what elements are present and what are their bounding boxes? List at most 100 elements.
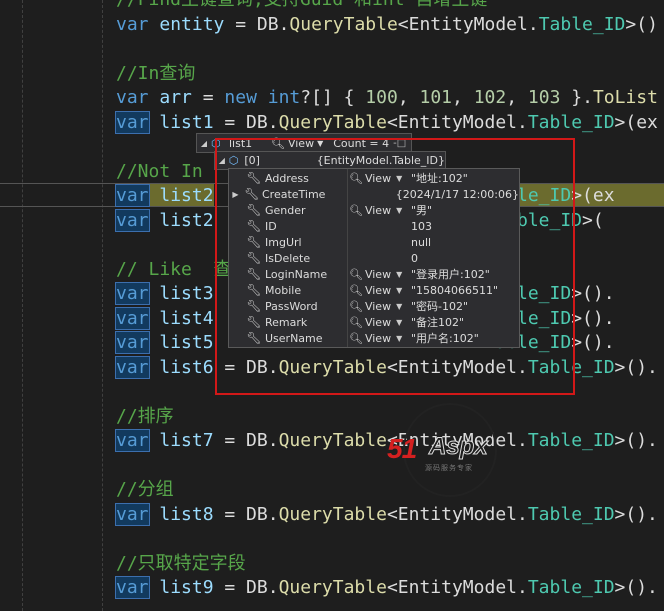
code-line[interactable]: //只取特定字段 xyxy=(116,552,246,576)
property-value[interactable]: 103 xyxy=(411,219,432,233)
code-line[interactable]: var entity = DB.QueryTable<EntityModel.T… xyxy=(116,13,658,37)
code-token: list9 xyxy=(159,577,214,598)
property-name: ID xyxy=(265,219,277,233)
code-token: var xyxy=(115,331,150,354)
view-label: View xyxy=(364,315,392,329)
code-line[interactable]: //Find主键查询,支持Guid 和int 自增主键 xyxy=(116,0,487,12)
code-token: >(ex xyxy=(614,111,658,133)
code-token: int xyxy=(267,87,301,108)
code-token: var xyxy=(115,282,150,305)
code-token xyxy=(257,87,268,108)
property-value[interactable]: "用户名:102" xyxy=(411,332,479,345)
datatip-item-row[interactable]: ◢ ⬡ [0] {EntityModel.Table_ID} xyxy=(214,151,446,170)
chevron-down-icon: ▼ xyxy=(396,301,403,311)
code-token xyxy=(149,430,160,451)
code-line[interactable]: var arr = new int?[] { 100, 101, 102, 10… xyxy=(116,86,658,110)
code-token: , xyxy=(397,87,420,108)
code-token: <EntityModel. xyxy=(386,356,528,378)
code-line[interactable]: //In查询 xyxy=(116,62,195,86)
code-token xyxy=(149,332,160,353)
property-value[interactable]: "15804066511" xyxy=(411,283,499,297)
code-token: QueryTable xyxy=(278,503,387,525)
code-line[interactable]: var list8 = DB.QueryTable<EntityModel.Ta… xyxy=(115,502,658,527)
code-token: >(). xyxy=(571,283,615,304)
magnifier-icon: 🔍︎ xyxy=(349,203,363,217)
code-token: //只取特定字段 xyxy=(116,552,246,574)
code-token: }. xyxy=(560,87,593,108)
code-token: var xyxy=(115,306,150,330)
collapse-arrow-icon[interactable]: ◢ xyxy=(218,156,225,165)
code-line[interactable]: //排序 xyxy=(116,405,174,429)
property-value[interactable]: "地址:102" xyxy=(411,172,468,185)
code-line[interactable]: //分组 xyxy=(116,478,174,502)
expand-arrow-icon[interactable]: ▶ xyxy=(232,189,239,199)
code-token: // Like 查 xyxy=(116,258,232,280)
property-row[interactable]: 🔧︎PassWord🔍︎View▼"密码-102" xyxy=(229,298,519,314)
view-dropdown[interactable]: 🔍︎View▼ xyxy=(349,172,411,185)
property-value[interactable]: "登录用户:102" xyxy=(411,268,490,281)
code-token: , xyxy=(452,87,474,108)
code-line[interactable]: var list2 .Table_ID>(ex xyxy=(115,184,615,208)
code-token: Table_ID xyxy=(527,503,615,525)
view-dropdown[interactable]: 🔍︎View▼ xyxy=(349,284,411,297)
code-token: list5 xyxy=(159,332,214,353)
view-dropdown[interactable]: 🔍︎View▼ xyxy=(349,332,411,345)
code-token: >(). xyxy=(614,430,658,451)
property-row[interactable]: 🔧︎Mobile🔍︎View▼"15804066511" xyxy=(229,282,519,298)
property-row[interactable]: 🔧︎Remark🔍︎View▼"备注102" xyxy=(229,314,519,330)
property-row[interactable]: 🔧︎UserName🔍︎View▼"用户名:102" xyxy=(229,330,519,346)
property-name: ImgUrl xyxy=(265,235,302,249)
code-token: //In查询 xyxy=(116,62,196,84)
property-wrench-icon: 🔧︎ xyxy=(246,171,262,185)
property-value[interactable]: 0 xyxy=(411,251,418,265)
property-name: IsDelete xyxy=(265,251,311,265)
property-value[interactable]: "男" xyxy=(411,204,433,217)
code-line[interactable]: var list6 = DB.QueryTable<EntityModel.Ta… xyxy=(115,355,658,380)
code-token: //排序 xyxy=(116,405,174,427)
code-token: 100 xyxy=(365,87,398,108)
property-row[interactable]: ▶🔧︎CreateTime{2024/1/17 12:00:06} xyxy=(229,186,519,202)
property-value[interactable]: "密码-102" xyxy=(411,300,469,313)
property-row[interactable]: 🔧︎LoginName🔍︎View▼"登录用户:102" xyxy=(229,266,519,282)
view-label: View xyxy=(364,299,392,313)
property-wrench-icon: 🔧︎ xyxy=(244,187,260,201)
property-value[interactable]: null xyxy=(411,235,432,249)
view-dropdown[interactable]: 🔍︎View▼ xyxy=(349,204,411,217)
property-value[interactable]: "备注102" xyxy=(411,316,465,329)
breakpoint-highlight xyxy=(518,184,664,206)
property-row[interactable]: 🔧︎Address 🔍︎View▼"地址:102" xyxy=(229,170,519,186)
property-row[interactable]: 🔧︎Gender🔍︎View▼"男" xyxy=(229,202,519,218)
watermark-logo: 51 Aspx 源码服务专家 xyxy=(385,403,515,497)
code-token: //分组 xyxy=(116,479,174,500)
collapse-arrow-icon[interactable]: ◢ xyxy=(200,138,208,148)
code-token: Table_ID xyxy=(527,356,615,378)
code-token xyxy=(149,14,160,35)
code-token: = xyxy=(191,87,225,108)
code-line[interactable]: var list9 = DB.QueryTable<EntityModel.Ta… xyxy=(115,576,658,600)
view-dropdown[interactable]: 🔍︎View▼ xyxy=(349,300,411,313)
chevron-down-icon: ▼ xyxy=(396,173,403,183)
code-token: var xyxy=(115,208,150,232)
code-token: arr xyxy=(159,87,192,108)
code-token: = DB. xyxy=(224,13,290,35)
code-line[interactable]: // Like 查 xyxy=(116,258,232,282)
property-name: Address xyxy=(265,171,309,185)
property-name: LoginName xyxy=(265,267,328,281)
code-token: >(). xyxy=(614,503,658,525)
view-dropdown[interactable]: 🔍︎View▼ xyxy=(349,268,411,281)
code-token: Table_ID xyxy=(538,13,626,35)
view-dropdown[interactable]: 🔍︎View▼ xyxy=(349,316,411,329)
code-token: >() xyxy=(625,13,658,35)
property-value[interactable]: {2024/1/17 12:00:06} xyxy=(395,187,520,201)
pin-icon[interactable]: -□ xyxy=(393,137,407,149)
code-line[interactable]: //Not In xyxy=(116,160,203,184)
code-token: var xyxy=(115,110,150,134)
code-token xyxy=(149,577,160,598)
property-name: Remark xyxy=(265,315,308,329)
code-token: ?[] { xyxy=(300,87,366,108)
code-line[interactable]: var list1 = DB.QueryTable<EntityModel.Ta… xyxy=(115,110,658,135)
annotation-red-box xyxy=(215,138,575,395)
